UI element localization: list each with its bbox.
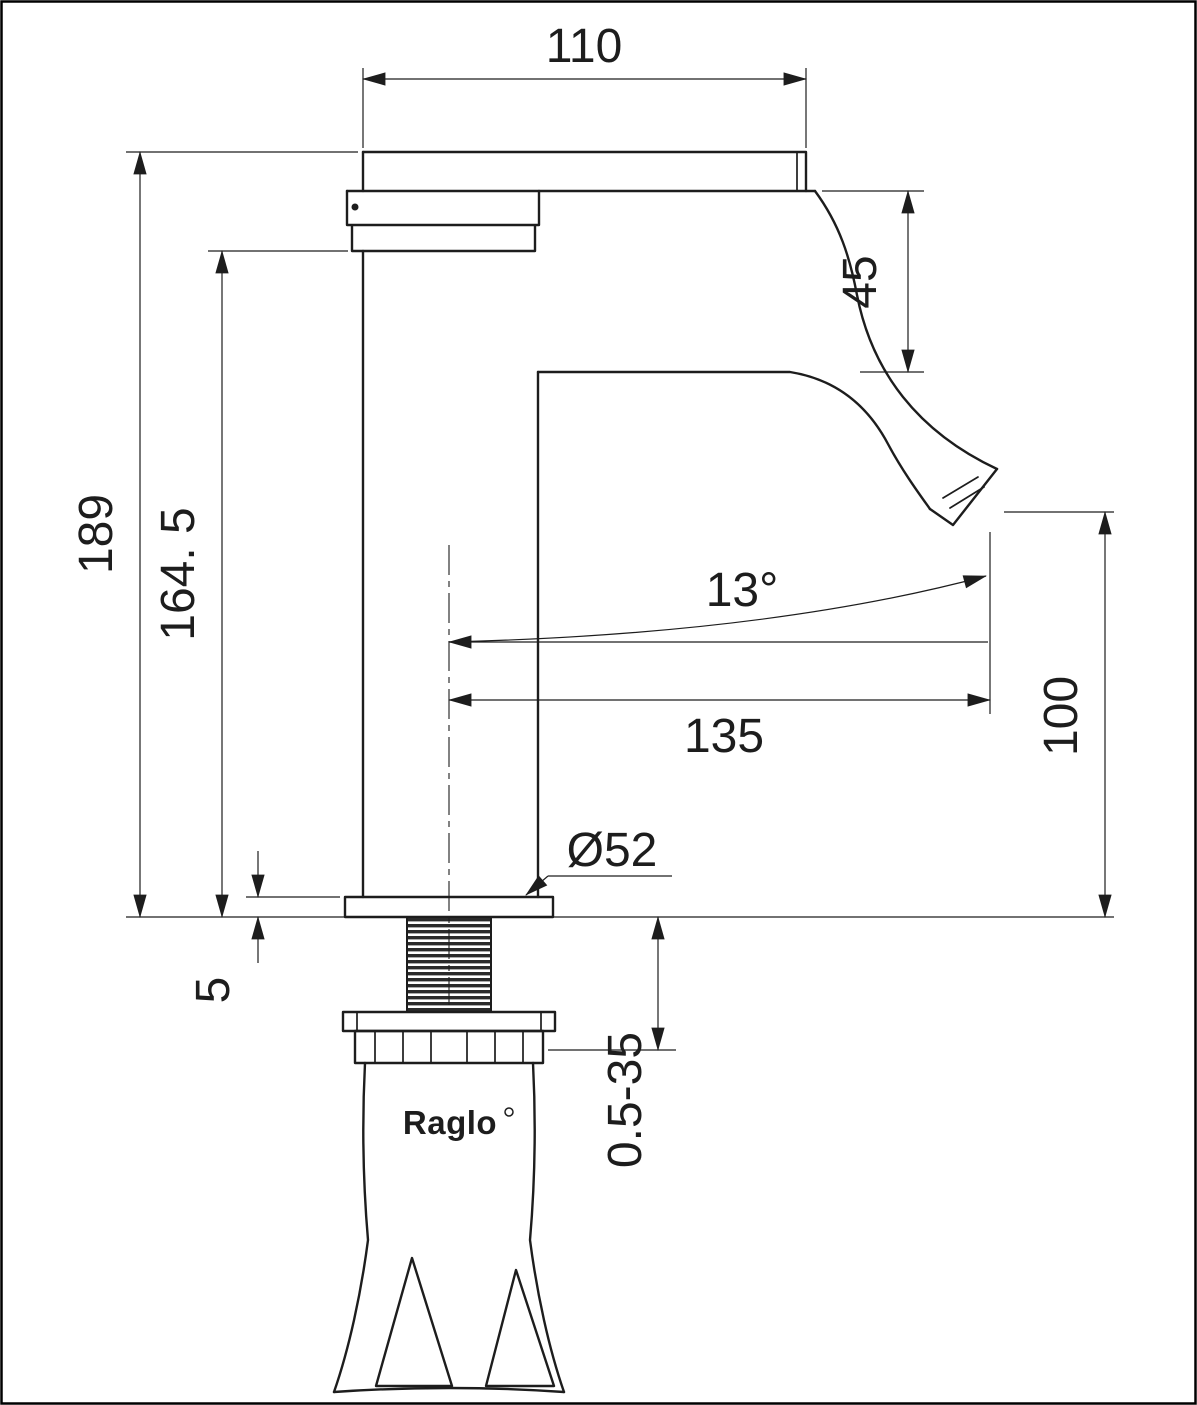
dim-base-to-spout: 164. 5 (152, 250, 348, 918)
foot-cutout-right (484, 1268, 556, 1388)
registered-mark-icon (504, 1107, 514, 1117)
dim-outlet-height: 100 (1004, 511, 1114, 918)
dim-base-diameter: Ø52 (526, 824, 672, 895)
dim-spout-angle: 13° (448, 564, 988, 649)
lower-body-right (528, 1061, 566, 1394)
mounting-nut (353, 1029, 545, 1065)
leader-line (526, 876, 672, 895)
dim-base-plate-thickness-label: 5 (187, 977, 240, 1004)
extension-lines (362, 68, 807, 148)
dim-mounting-range: 0.5-35 (548, 916, 676, 1168)
brand-text: Raglo (403, 1104, 497, 1141)
mounting-washer (341, 1010, 557, 1033)
dim-outlet-height-label: 100 (1035, 676, 1088, 756)
angle-sloped-leg (448, 575, 987, 643)
dim-spout-body-height-label: 45 (834, 255, 887, 308)
dim-base-to-spout-label: 164. 5 (152, 507, 205, 640)
dim-base-plate-thickness: 5 (187, 851, 340, 1003)
dim-total-width-label: 110 (546, 20, 623, 73)
dim-total-width: 110 (362, 20, 807, 148)
washer-facets (356, 1011, 542, 1032)
indicator-dot (351, 203, 359, 211)
dim-overall-height: 189 (70, 151, 358, 918)
nut-facets (374, 1030, 524, 1064)
foot-cutout-left (374, 1256, 454, 1388)
dim-base-diameter-label: Ø52 (567, 824, 658, 877)
dim-spout-reach: 135 (448, 532, 991, 763)
handle-lever (361, 150, 808, 193)
dim-overall-height-label: 189 (70, 494, 123, 574)
foot-bottom-edge (332, 1386, 566, 1394)
spout-underside-curve (536, 370, 932, 511)
aerator-lines (942, 476, 985, 509)
dim-spout-body-height: 45 (822, 190, 924, 373)
dim-mounting-range-label: 0.5-35 (599, 1032, 652, 1168)
spout-tip (928, 467, 999, 527)
dim-spout-reach-label: 135 (684, 710, 764, 763)
spout-outer-curve (813, 189, 999, 471)
brand-logo: Raglo (403, 1104, 514, 1141)
handle-collar (345, 189, 541, 253)
lower-body-left (332, 1061, 370, 1394)
dim-spout-angle-label: 13° (706, 564, 779, 617)
faucet-outline (332, 150, 999, 1394)
